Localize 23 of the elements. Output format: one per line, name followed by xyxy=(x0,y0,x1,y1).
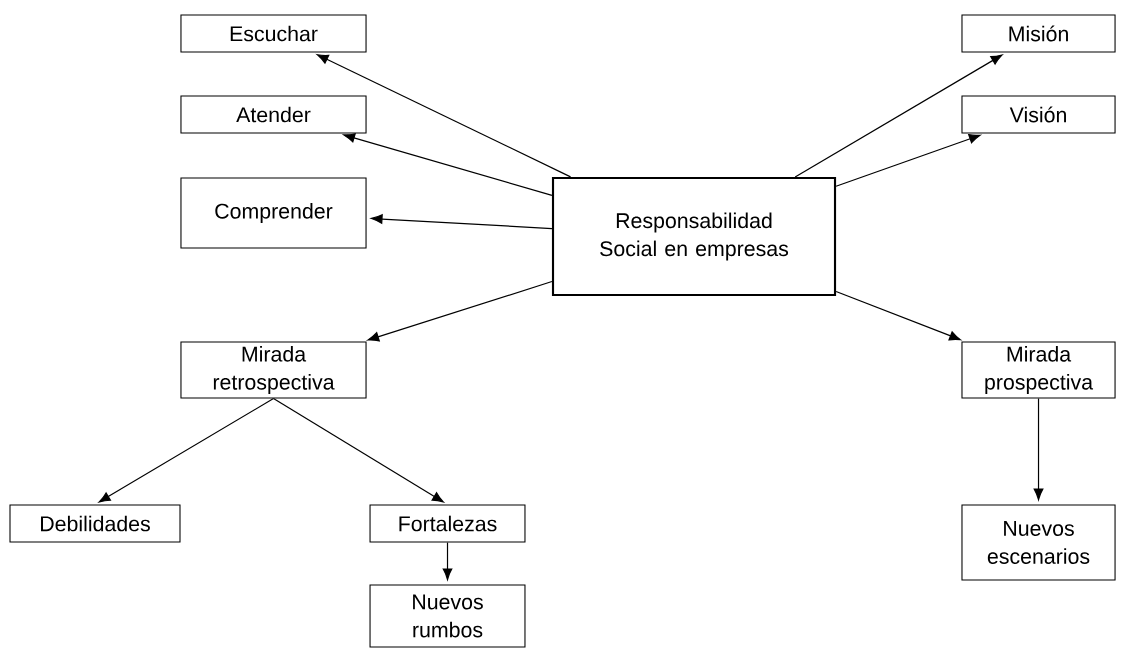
arrow xyxy=(98,397,275,503)
box: Atender xyxy=(180,95,367,134)
box: Comprender xyxy=(180,177,367,249)
box: Fortalezas xyxy=(369,504,526,543)
box: Debilidades xyxy=(9,504,181,543)
arrow xyxy=(272,397,444,503)
box: Nuevos rumbos xyxy=(369,584,526,648)
arrow xyxy=(316,54,572,178)
box: Visión xyxy=(961,95,1116,134)
box: Escuchar xyxy=(180,14,367,53)
arrow xyxy=(1033,397,1044,501)
arrow xyxy=(794,54,1003,178)
box: Mirada retrospectiva xyxy=(180,341,367,399)
box: Misión xyxy=(961,14,1116,53)
arrow xyxy=(442,541,453,581)
box: Mirada prospectiva xyxy=(961,341,1116,399)
arrow xyxy=(370,214,553,230)
box: Nuevos escenarios xyxy=(961,504,1116,581)
arrow xyxy=(835,134,981,187)
arrow xyxy=(835,290,961,341)
arrow xyxy=(367,280,553,342)
box: Responsabilidad Social en empresas xyxy=(551,176,837,297)
arrow xyxy=(343,133,553,196)
